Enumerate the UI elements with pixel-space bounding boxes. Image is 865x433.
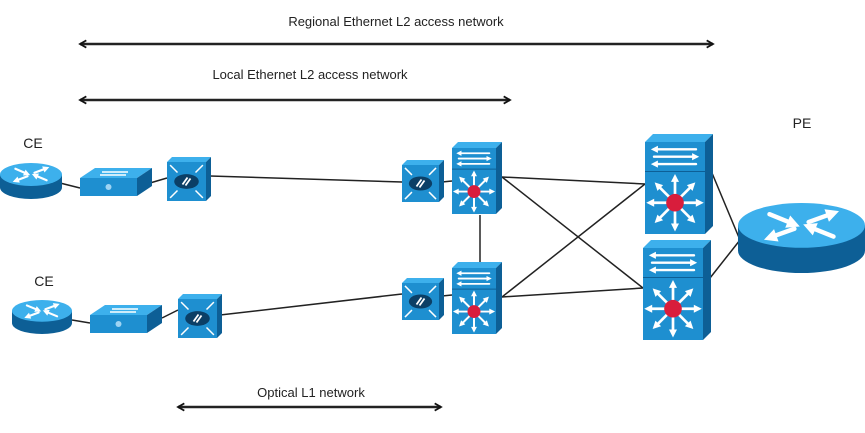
pe-label: PE [793, 115, 812, 131]
links [59, 172, 741, 324]
device-opt2-optical-switch [178, 294, 222, 338]
link-sw1-opt1 [149, 177, 168, 184]
device-pe-router [738, 203, 865, 274]
device-sw1-workgroup-switch [80, 168, 152, 196]
device-l3c-layer3-switch [645, 134, 713, 234]
device-ce1-router [0, 163, 62, 199]
router-icon [0, 163, 62, 199]
optical-switch-icon [167, 157, 211, 201]
workgroup-switch-icon [80, 168, 152, 196]
optical-switch-icon [402, 160, 444, 202]
link-l3d-pe [709, 239, 741, 279]
link-sw2-opt2 [161, 309, 179, 319]
ce2-label: CE [34, 273, 53, 289]
optical-switch-icon [178, 294, 222, 338]
optical-span-label: Optical L1 network [257, 385, 365, 400]
link-l3b-l3d [501, 287, 644, 298]
router-icon [738, 203, 865, 274]
regional-span-label: Regional Ethernet L2 access network [288, 14, 504, 29]
ce1-label: CE [23, 135, 42, 151]
link-ce1-sw1 [59, 182, 81, 189]
link-opt2-opt4 [219, 293, 403, 316]
device-opt4-optical-switch [402, 278, 444, 320]
layer3-switch-icon [452, 142, 502, 214]
link-l3b-l3c [501, 183, 646, 298]
link-ce2-sw2 [71, 319, 91, 324]
workgroup-switch-icon [90, 305, 162, 333]
link-l3a-l3c [501, 176, 646, 185]
link-opt1-opt3 [209, 175, 403, 183]
device-l3a-layer3-switch [452, 142, 502, 214]
local-span-label: Local Ethernet L2 access network [212, 67, 408, 82]
device-opt1-optical-switch [167, 157, 211, 201]
device-ce2-router [12, 300, 72, 334]
layer3-switch-icon [645, 134, 713, 234]
layer3-switch-icon [643, 240, 711, 340]
device-l3d-layer3-switch [643, 240, 711, 340]
device-sw2-workgroup-switch [90, 305, 162, 333]
layer3-switch-icon [452, 262, 502, 334]
link-l3a-l3d [501, 176, 644, 289]
link-l3c-pe [711, 172, 741, 241]
optical-switch-icon [402, 278, 444, 320]
device-opt3-optical-switch [402, 160, 444, 202]
device-l3b-layer3-switch [452, 262, 502, 334]
router-icon [12, 300, 72, 334]
